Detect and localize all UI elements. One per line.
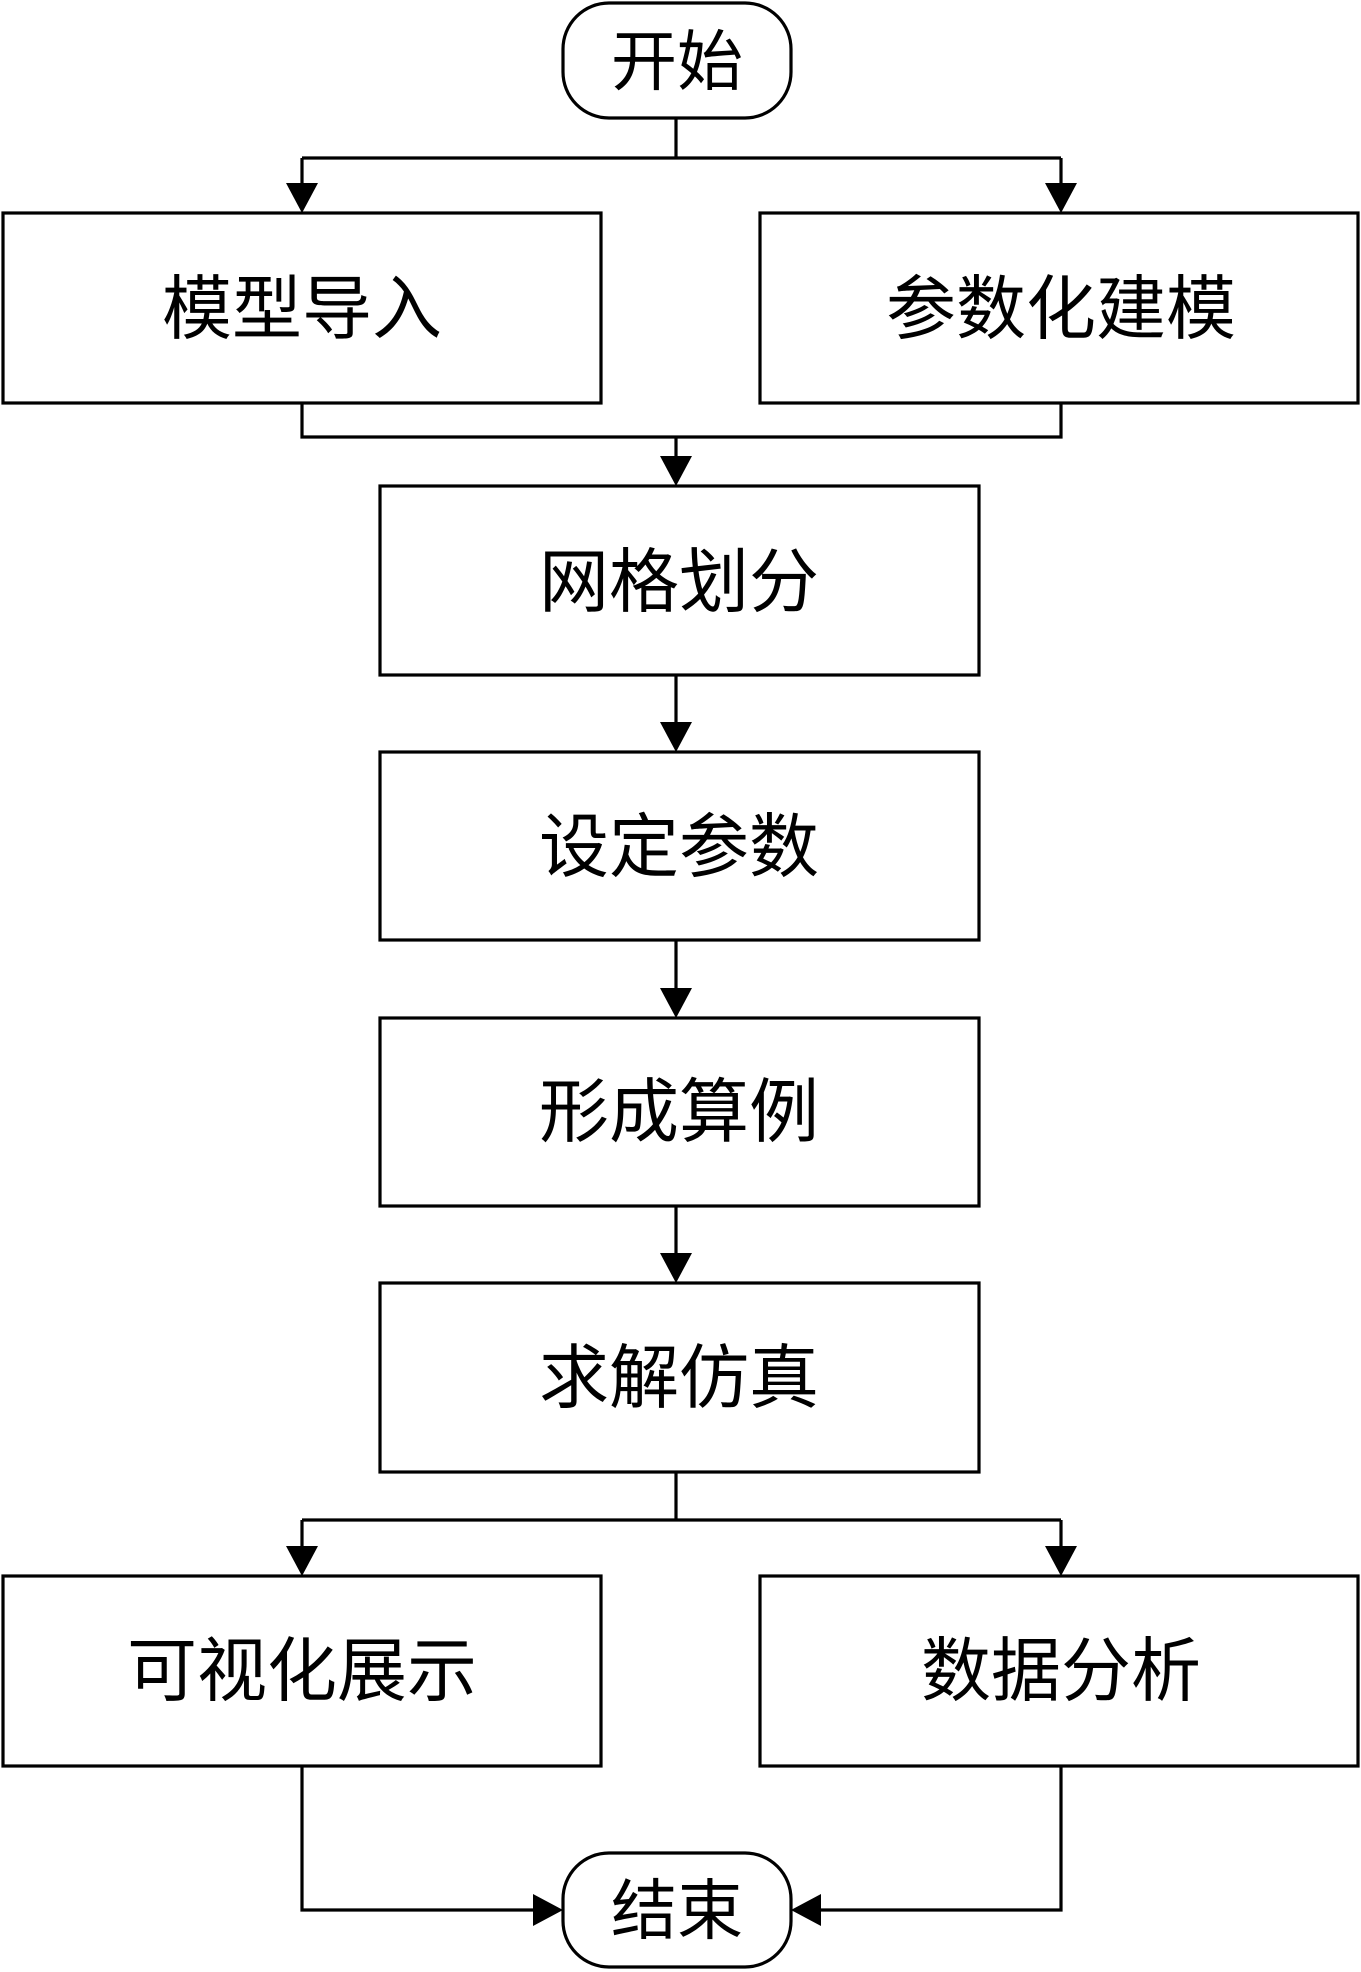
set-parameters-label: 设定参数 (539, 806, 819, 888)
connector-top-boxes-to-meshing (300, 403, 1063, 486)
parametric-modeling-label: 参数化建模 (886, 268, 1236, 350)
visualization-label: 可视化展示 (127, 1630, 477, 1712)
data-analysis-label: 数据分析 (921, 1630, 1201, 1712)
connector-bottom-boxes-to-end (300, 1766, 1063, 1926)
arrow-to-visualization (286, 1546, 318, 1576)
solve-simulation-label: 求解仿真 (539, 1337, 819, 1419)
arrow-from-visualization-to-end (533, 1894, 563, 1926)
connector-start-to-top-boxes (286, 118, 1077, 213)
parametric-modeling-box: 参数化建模 (758, 211, 1360, 405)
arrow-to-meshing (660, 456, 692, 486)
model-import-label: 模型导入 (162, 268, 442, 350)
end-label: 结束 (611, 1873, 743, 1950)
arrow-to-data-analysis (1045, 1546, 1077, 1576)
meshing-label: 网格划分 (539, 541, 819, 623)
solve-simulation-box: 求解仿真 (378, 1281, 981, 1474)
visualization-box: 可视化展示 (1, 1574, 603, 1768)
connector-meshing-to-set-parameters (660, 675, 692, 752)
model-import-box: 模型导入 (1, 211, 603, 405)
arrow-from-data-analysis-to-end (791, 1894, 821, 1926)
form-cases-box: 形成算例 (378, 1016, 981, 1208)
data-analysis-box: 数据分析 (758, 1574, 1360, 1768)
arrow-to-solve-simulation (660, 1253, 692, 1283)
connector-solve-to-bottom-boxes (286, 1472, 1077, 1576)
connector-set-parameters-to-form-cases (660, 940, 692, 1018)
form-cases-label: 形成算例 (539, 1071, 819, 1153)
set-parameters-box: 设定参数 (378, 750, 981, 942)
start-terminal: 开始 (561, 1, 793, 120)
arrow-to-set-parameters (660, 722, 692, 752)
start-label: 开始 (611, 24, 743, 101)
connector-form-cases-to-solve-simulation (660, 1206, 692, 1283)
arrow-to-parametric-modeling (1045, 183, 1077, 213)
meshing-box: 网格划分 (378, 484, 981, 677)
arrow-to-model-import (286, 183, 318, 213)
arrow-to-form-cases (660, 988, 692, 1018)
end-terminal: 结束 (561, 1851, 793, 1969)
